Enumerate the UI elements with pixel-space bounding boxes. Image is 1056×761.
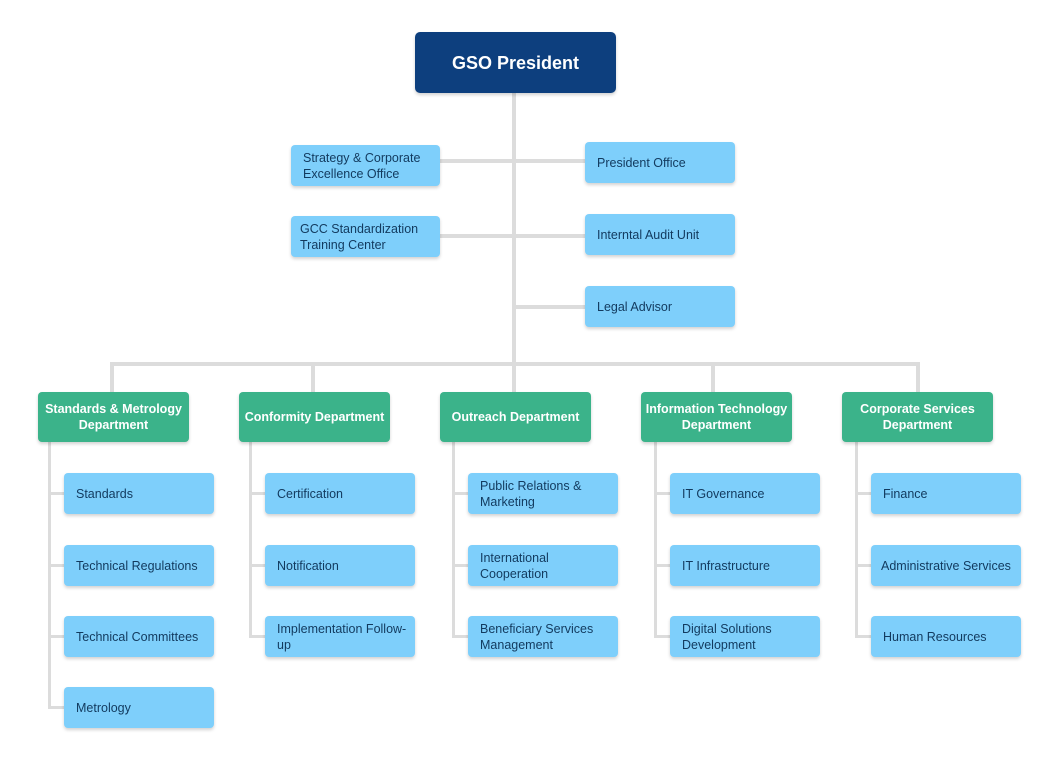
unit-branch xyxy=(654,564,670,567)
unit-node: Human Resources xyxy=(871,616,1021,657)
unit-branch xyxy=(48,492,64,495)
unit-node: Certification xyxy=(265,473,415,514)
staff-connector-row2 xyxy=(440,234,585,238)
dept-spine-3 xyxy=(452,442,455,638)
unit-branch xyxy=(452,564,468,567)
trunk-line xyxy=(512,93,516,392)
unit-node: IT Governance xyxy=(670,473,820,514)
staff-connector-row3 xyxy=(514,305,585,309)
unit-branch xyxy=(855,635,871,638)
unit-branch xyxy=(855,564,871,567)
president-node: GSO President xyxy=(415,32,616,93)
unit-branch xyxy=(48,635,64,638)
unit-node: Implementation Follow-up xyxy=(265,616,415,657)
unit-node: Notification xyxy=(265,545,415,586)
unit-branch xyxy=(654,635,670,638)
staff-connector-row1 xyxy=(440,159,585,163)
unit-branch xyxy=(855,492,871,495)
dept-drop-4 xyxy=(711,362,715,392)
unit-node: Digital Solutions Development xyxy=(670,616,820,657)
department-node: Conformity Department xyxy=(239,392,390,442)
unit-node: Standards xyxy=(64,473,214,514)
training-center-node: GCC Standardization Training Center xyxy=(291,216,440,257)
unit-branch xyxy=(654,492,670,495)
dept-drop-5 xyxy=(916,362,920,392)
unit-branch xyxy=(249,635,265,638)
strategy-office-node: Strategy & Corporate Excellence Office xyxy=(291,145,440,186)
unit-branch xyxy=(452,492,468,495)
department-node: Outreach Department xyxy=(440,392,591,442)
dept-spine-2 xyxy=(249,442,252,638)
unit-node: Public Relations & Marketing xyxy=(468,473,618,514)
unit-node: Technical Regulations xyxy=(64,545,214,586)
unit-branch xyxy=(249,564,265,567)
unit-node: Beneficiary Services Management xyxy=(468,616,618,657)
dept-drop-2 xyxy=(311,362,315,392)
unit-branch xyxy=(48,564,64,567)
president-office-node: President Office xyxy=(585,142,735,183)
department-bus-line xyxy=(110,362,920,366)
unit-node: International Cooperation xyxy=(468,545,618,586)
unit-node: Finance xyxy=(871,473,1021,514)
unit-branch xyxy=(48,706,64,709)
unit-node: Metrology xyxy=(64,687,214,728)
department-node: Corporate Services Department xyxy=(842,392,993,442)
dept-spine-5 xyxy=(855,442,858,638)
unit-node: Administrative Services xyxy=(871,545,1021,586)
legal-advisor-node: Legal Advisor xyxy=(585,286,735,327)
audit-unit-node: Interntal Audit Unit xyxy=(585,214,735,255)
unit-node: IT Infrastructure xyxy=(670,545,820,586)
unit-branch xyxy=(249,492,265,495)
unit-branch xyxy=(452,635,468,638)
dept-spine-4 xyxy=(654,442,657,638)
department-node: Standards & Metrology Department xyxy=(38,392,189,442)
dept-spine-1 xyxy=(48,442,51,708)
dept-drop-1 xyxy=(110,362,114,392)
unit-node: Technical Committees xyxy=(64,616,214,657)
department-node: Information Technology Department xyxy=(641,392,792,442)
